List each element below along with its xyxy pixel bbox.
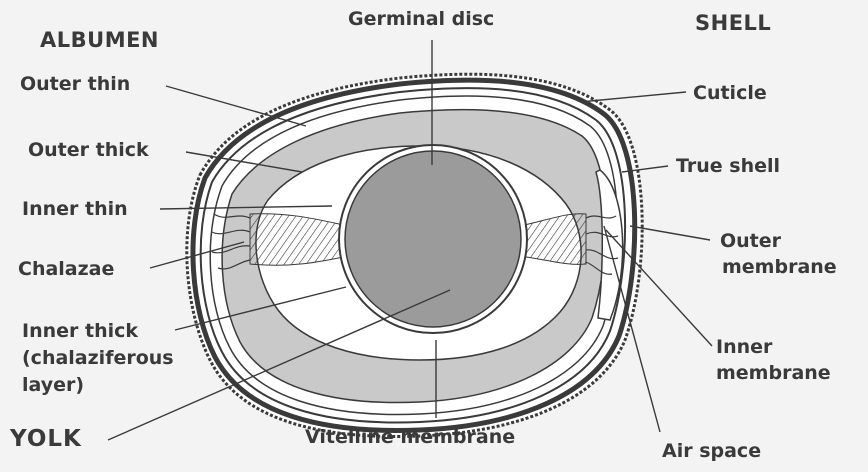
chalazae-label: Chalazae	[18, 258, 114, 281]
shell-heading: SHELL	[695, 12, 771, 35]
air-space-label: Air space	[662, 440, 761, 463]
germinal-disc-label: Germinal disc	[348, 8, 494, 31]
vitelline-membrane-label: Vitelline membrane	[305, 426, 515, 449]
inner-membrane-label-line1: Inner	[716, 336, 772, 359]
yolk-heading: YOLK	[10, 428, 82, 451]
yolk-ball	[345, 151, 521, 327]
cuticle-label: Cuticle	[693, 82, 767, 105]
inner-thick-label-line2: (chalaziferous	[22, 347, 174, 370]
true-shell-label: True shell	[676, 155, 780, 178]
outer-thick-label: Outer thick	[28, 139, 149, 162]
inner-thick-label-line3: layer)	[22, 374, 84, 397]
inner-thin-label: Inner thin	[22, 198, 128, 221]
outer-thin-label: Outer thin	[20, 73, 130, 96]
inner-thick-label-line1: Inner thick	[22, 320, 138, 343]
outer-membrane-label-line1: Outer	[720, 230, 781, 253]
albumen-heading: ALBUMEN	[40, 29, 159, 52]
inner-membrane-label-line2: membrane	[716, 362, 831, 385]
outer-membrane-label-line2: membrane	[722, 256, 837, 279]
